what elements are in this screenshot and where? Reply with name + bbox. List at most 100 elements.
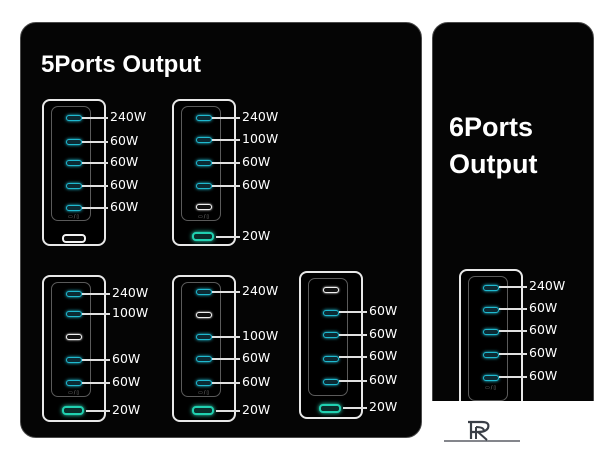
usb-c-port-icon: [483, 285, 499, 291]
usb-c-port-icon: [483, 307, 499, 313]
usb-c-port-icon: [483, 352, 499, 358]
power-label: 60W: [110, 199, 139, 214]
power-label: 60W: [242, 374, 271, 389]
port-marking: ▭/▯: [68, 214, 81, 220]
power-label: 60W: [369, 326, 398, 341]
usb-c-port-icon: [196, 356, 212, 362]
connector-line: [499, 330, 527, 332]
usb-c-port-icon: [483, 329, 499, 335]
usb-c-port-icon: [323, 287, 339, 293]
six-ports-title-line1: 6Ports: [449, 112, 534, 142]
port-marking: ▭/▯: [198, 214, 211, 220]
usb-c-port-icon: [323, 379, 339, 385]
port-marking: ▭/▯: [485, 385, 498, 391]
connector-line: [216, 236, 240, 238]
port-housing: [181, 282, 221, 397]
port-marking: ▭/▯: [68, 390, 81, 396]
connector-line: [212, 382, 240, 384]
connector-line: [82, 141, 108, 143]
connector-line: [212, 139, 240, 141]
connector-line: [212, 358, 240, 360]
six-ports-title-line2: Output: [449, 149, 538, 179]
usb-c-port-icon: [196, 380, 212, 386]
power-label: 60W: [369, 372, 398, 387]
usb-c-port-icon: [66, 160, 82, 166]
connector-line: [82, 359, 110, 361]
charger-config-4: ▭/▯: [172, 275, 236, 422]
port-housing: [51, 282, 91, 397]
power-label: 20W: [242, 228, 271, 243]
power-label: 100W: [242, 131, 279, 146]
usb-c-port-icon: [66, 139, 82, 145]
connector-line: [86, 410, 110, 412]
usb-a-port-icon: [62, 406, 84, 415]
port-housing: [51, 106, 91, 221]
usb-c-port-icon: [196, 115, 212, 121]
connector-line: [339, 380, 367, 382]
power-label: 20W: [242, 402, 271, 417]
usb-c-port-icon: [196, 160, 212, 166]
connector-line: [216, 410, 240, 412]
power-label: 60W: [112, 351, 141, 366]
power-label: 100W: [242, 328, 279, 343]
connector-line: [499, 353, 527, 355]
connector-line: [212, 185, 240, 187]
port-marking: ▭/▯: [198, 390, 211, 396]
power-label: 60W: [529, 345, 558, 360]
brand-logo-area: [424, 401, 615, 458]
connector-line: [343, 407, 367, 409]
port-housing: [468, 276, 508, 401]
power-label: 60W: [369, 348, 398, 363]
power-label: 240W: [242, 109, 279, 124]
connector-line: [82, 162, 108, 164]
connector-line: [499, 376, 527, 378]
usb-c-port-icon: [66, 311, 82, 317]
power-label: 60W: [110, 177, 139, 192]
power-label: 60W: [242, 154, 271, 169]
usb-c-port-icon: [66, 291, 82, 297]
connector-line: [212, 336, 240, 338]
connector-line: [339, 311, 367, 313]
power-label: 60W: [112, 374, 141, 389]
connector-line: [212, 291, 240, 293]
power-label: 100W: [112, 305, 149, 320]
connector-line: [82, 313, 110, 315]
connector-line: [212, 162, 240, 164]
connector-line: [339, 356, 367, 358]
usb-a-port-icon: [62, 234, 86, 243]
power-label: 240W: [110, 109, 147, 124]
power-label: 240W: [529, 278, 566, 293]
five-ports-title: 5Ports Output: [41, 51, 201, 78]
connector-line: [82, 293, 110, 295]
usb-c-port-icon: [323, 310, 339, 316]
power-label: 60W: [369, 303, 398, 318]
usb-c-port-icon: [196, 183, 212, 189]
usb-c-port-icon: [196, 312, 212, 318]
connector-line: [499, 286, 527, 288]
usb-c-port-icon: [196, 334, 212, 340]
charger-config-3: ▭/▯: [42, 275, 106, 422]
connector-line: [499, 308, 527, 310]
usb-c-port-icon: [66, 183, 82, 189]
connector-line: [339, 334, 367, 336]
usb-c-port-icon: [66, 205, 82, 211]
power-label: 60W: [242, 177, 271, 192]
connector-line: [212, 117, 240, 119]
power-label: 60W: [529, 300, 558, 315]
charger-config-2: ▭/▯: [172, 99, 236, 246]
power-label: 60W: [110, 133, 139, 148]
port-housing: [181, 106, 221, 221]
charger-config-5: [299, 271, 363, 419]
power-label: 60W: [242, 350, 271, 365]
power-label: 60W: [529, 322, 558, 337]
brand-logo-icon: [444, 420, 520, 442]
usb-c-port-icon: [66, 380, 82, 386]
connector-line: [82, 117, 108, 119]
usb-c-port-icon: [196, 137, 212, 143]
usb-c-port-icon: [66, 357, 82, 363]
usb-c-port-icon: [323, 356, 339, 362]
connector-line: [82, 185, 108, 187]
port-housing: [308, 278, 348, 396]
usb-a-port-icon: [192, 232, 214, 241]
usb-c-port-icon: [483, 375, 499, 381]
